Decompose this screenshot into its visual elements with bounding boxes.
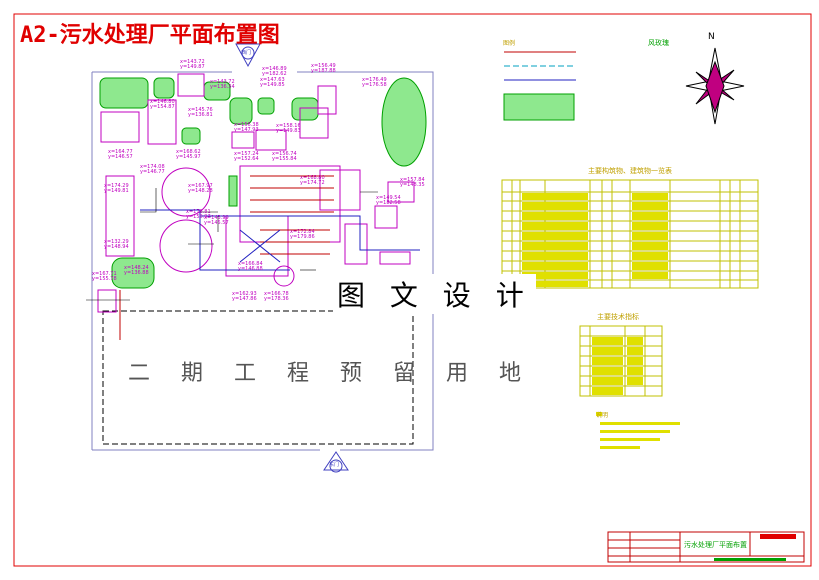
gate-bottom-label: 东门	[329, 462, 340, 468]
coordinate-label: x=174.08 y=146.77	[140, 164, 165, 175]
title-block-stamp	[760, 534, 796, 539]
coordinate-label: x=167.71 y=155.78	[92, 271, 117, 282]
coordinate-label: x=168.80 y=174.72	[300, 175, 325, 186]
coordinate-label: x=162.93 y=147.86	[232, 291, 257, 302]
coordinate-label: x=147.63 y=149.85	[260, 77, 285, 88]
dimension-leaders	[86, 188, 378, 301]
coordinate-label: x=146.89 y=182.62	[262, 66, 287, 77]
drawing-title: A2-污水处理厂平面布置图	[20, 23, 280, 48]
title-block	[607, 531, 805, 563]
equipment-table-title: 主要构筑物、建筑物一览表	[588, 167, 672, 175]
title-block-bar	[714, 558, 786, 561]
pipework	[119, 175, 420, 340]
north-label: N	[708, 32, 715, 42]
wind-rose-label: 风玫瑰	[648, 39, 669, 47]
tech-table	[579, 325, 663, 397]
equipment-table	[501, 179, 759, 289]
title-block-name: 污水处理厂平面布置	[684, 541, 747, 549]
coordinate-label: x=156.74 y=155.84	[272, 151, 297, 162]
equipment-table-cells	[522, 193, 668, 287]
gate-top	[235, 43, 261, 68]
coordinate-label: x=149.54 y=182.58	[376, 195, 401, 206]
reserve-area-label: 二 期 工 程 预 留 用 地	[128, 361, 533, 386]
coordinate-label: x=157.24 y=152.64	[234, 151, 259, 162]
reserve-area	[102, 310, 414, 445]
coordinate-label: x=174.29 y=149.81	[104, 183, 129, 194]
north-arrow	[685, 47, 745, 125]
coordinate-label: x=164.77 y=146.57	[108, 149, 133, 160]
coordinate-label: x=145.76 y=136.81	[188, 107, 213, 118]
coordinate-label: x=156.49 y=187.88	[311, 63, 336, 74]
coordinate-label: x=157.84 y=148.35	[400, 177, 425, 188]
coordinate-label: x=146.80 y=154.87	[150, 99, 175, 110]
coordinate-label: x=168.62 y=145.97	[176, 149, 201, 160]
coordinate-label: x=172.84 y=179.86	[290, 229, 315, 240]
tech-table-title: 主要技术指标	[597, 313, 639, 321]
notes-title: 说明	[596, 412, 609, 419]
legend-title: 图例	[503, 40, 516, 47]
gate-top-label: 西门	[241, 50, 252, 56]
coordinate-label: x=166.78 y=178.36	[264, 291, 289, 302]
coordinate-label: x=143.99 y=145.57	[204, 215, 229, 226]
green-areas	[99, 77, 427, 289]
coordinate-label: x=156.38 y=147.93	[234, 122, 259, 133]
coordinate-label: x=143.72 y=149.87	[180, 59, 205, 70]
coordinate-label: x=158.16 y=149.83	[276, 123, 301, 134]
coordinate-label: x=176.49 y=176.58	[362, 77, 387, 88]
sheet-frame	[13, 13, 812, 567]
notes-block	[596, 412, 680, 449]
coordinate-label: x=148.24 y=136.88	[124, 265, 149, 276]
site-boundary	[91, 71, 434, 451]
coordinate-label: x=178.81 y=150.97	[186, 209, 211, 220]
coordinate-label: x=132.29 y=148.94	[104, 239, 129, 250]
watermark: 图 文 设 计	[333, 274, 536, 314]
gate-bottom	[323, 451, 349, 473]
coordinate-label: x=167.97 y=148.28	[188, 183, 213, 194]
coordinate-label: x=166.84 y=146.88	[238, 261, 263, 272]
coordinate-label: x=143.72 y=136.34	[210, 79, 235, 90]
legend	[503, 51, 576, 121]
buildings	[97, 73, 415, 313]
tech-table-cells	[592, 337, 643, 395]
